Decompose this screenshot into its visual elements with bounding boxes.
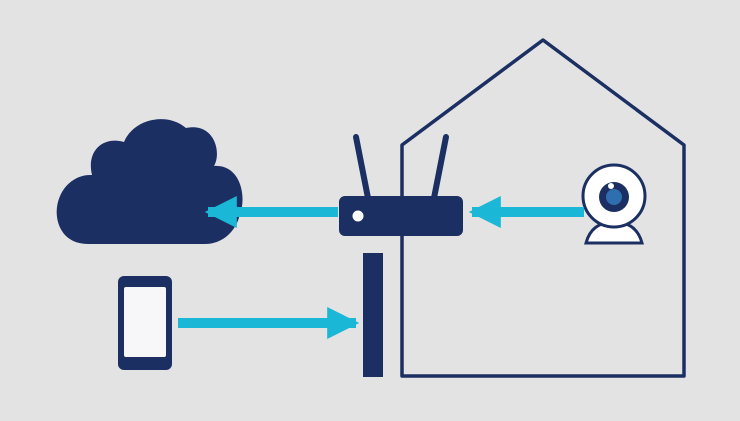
cloud-icon: [56, 119, 243, 244]
firewall-wall-icon: [363, 253, 383, 377]
router-icon: [339, 196, 463, 236]
webcam-icon: [581, 163, 647, 245]
webcam-lens: [606, 189, 622, 205]
house-outline-icon: [400, 38, 686, 378]
router-status-light: [352, 210, 364, 222]
smartphone-icon: [118, 276, 172, 370]
router-antenna-right: [431, 134, 449, 201]
smartphone-screen: [124, 287, 166, 357]
webcam-lens-glint: [608, 183, 614, 189]
router-antenna-left: [353, 134, 371, 201]
